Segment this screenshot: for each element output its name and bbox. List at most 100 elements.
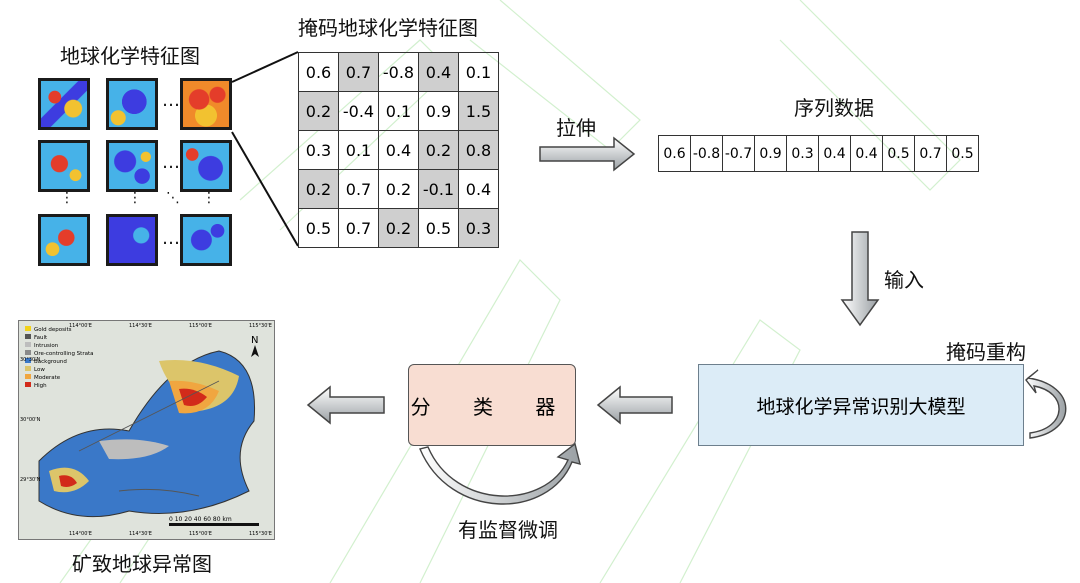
masked-cell: 0.8	[458, 130, 499, 170]
grid-cell: 0.6	[298, 52, 339, 92]
grid-cell: 0.9	[418, 91, 459, 131]
legend-label: Intrusion	[34, 343, 59, 349]
feature-map-thumbnail	[106, 214, 158, 266]
sequence-cell: 0.5	[946, 135, 979, 172]
map-legend: Gold depositsFaultIntrusionOre-controlli…	[25, 326, 94, 389]
region-high	[59, 475, 77, 487]
masked-cell: -0.1	[418, 169, 459, 209]
masked-cell: 0.7	[338, 52, 379, 92]
feature-map-thumbnail	[106, 78, 158, 130]
grid-cell: 0.1	[458, 52, 499, 92]
feature-maps-title: 地球化学特征图	[60, 44, 200, 68]
latitude-tick: 30°00'N	[20, 417, 41, 423]
latitude-tick: 30°30'N	[20, 357, 41, 363]
legend-label: Low	[34, 367, 45, 373]
longitude-tick: 114°30'E	[129, 531, 152, 537]
masked-cell: 0.4	[418, 52, 459, 92]
latitude-tick: 29°30'N	[20, 477, 41, 483]
ellipsis-diag: ⋱	[166, 190, 181, 206]
grid-cell: 0.4	[378, 130, 419, 170]
masked-cell: 1.5	[458, 91, 499, 131]
masked-map-title: 掩码地球化学特征图	[298, 16, 478, 40]
scale-bar-text: 0 10 20 40 60 80 km	[169, 516, 232, 523]
legend-swatch	[25, 358, 31, 363]
grid-cell: 0.5	[298, 208, 339, 248]
legend-label: Ore-controlling Strata	[34, 351, 94, 357]
legend-label: Gold deposits	[34, 327, 72, 333]
ellipsis-v: ⋮	[60, 190, 75, 206]
grid-cell: 0.1	[378, 91, 419, 131]
longitude-tick: 115°30'E	[249, 323, 272, 329]
sequence-cell: 0.5	[882, 135, 915, 172]
north-arrow-label: N	[251, 335, 258, 346]
sequence-cell: 0.4	[818, 135, 851, 172]
input-arrow	[840, 231, 880, 327]
grid-cell: 0.7	[338, 169, 379, 209]
ellipsis-v: ⋮	[202, 190, 217, 206]
sequence-cell: 0.9	[754, 135, 787, 172]
scale-bar	[169, 523, 259, 526]
longitude-tick: 114°00'E	[69, 323, 92, 329]
input-label: 输入	[884, 268, 924, 292]
mask-rebuild-label: 掩码重构	[946, 340, 1026, 364]
region-high	[179, 388, 207, 406]
anomaly-model-label: 地球化学异常识别大模型	[756, 395, 966, 418]
grid-cell: 0.4	[458, 169, 499, 209]
sequence-cell: 0.4	[850, 135, 883, 172]
grid-cell: 0.2	[378, 169, 419, 209]
fault-line	[78, 380, 220, 452]
legend-label: Fault	[34, 335, 48, 341]
longitude-ticks: 114°00'E114°00'E114°30'E114°30'E115°00'E…	[69, 323, 272, 537]
legend-swatch	[25, 326, 31, 331]
sequence-title: 序列数据	[794, 96, 874, 120]
sequence-cell: 0.6	[658, 135, 691, 172]
legend-label: Moderate	[34, 375, 61, 381]
longitude-tick: 115°00'E	[189, 531, 212, 537]
longitude-tick: 115°00'E	[189, 323, 212, 329]
feature-map-thumbnail	[180, 78, 232, 130]
classifier-to-map-arrow	[306, 385, 385, 425]
stretch-label: 拉伸	[556, 116, 596, 140]
grid-cell: 0.3	[298, 130, 339, 170]
grid-cell: 0.1	[338, 130, 379, 170]
feature-map-thumbnail	[106, 140, 158, 192]
sequence-cell: 0.3	[786, 135, 819, 172]
ellipsis-h: …	[162, 90, 181, 111]
grid-cell: -0.8	[378, 52, 419, 92]
grid-cell: 0.7	[338, 208, 379, 248]
zoom-line-top	[231, 51, 299, 83]
masked-cell: 0.3	[458, 208, 499, 248]
sequence-cell: -0.8	[690, 135, 723, 172]
masked-cell: 0.2	[298, 91, 339, 131]
zoom-line-bottom	[231, 131, 299, 247]
north-arrow-icon	[251, 345, 259, 357]
latitude-ticks: 30°30'N 30°00'N 29°30'N	[20, 357, 41, 483]
result-map-svg: Gold depositsFaultIntrusionOre-controlli…	[19, 321, 274, 539]
masked-cell: 0.2	[298, 169, 339, 209]
fine-tune-label: 有监督微调	[458, 518, 558, 542]
result-map-title: 矿致地球异常图	[72, 552, 212, 576]
grid-cell: -0.4	[338, 91, 379, 131]
fault-line	[118, 488, 200, 497]
longitude-tick: 114°00'E	[69, 531, 92, 537]
region-intrusion	[99, 439, 169, 460]
stretch-arrow	[539, 136, 636, 172]
classifier-box: 分 类 器	[408, 364, 576, 446]
legend-label: Background	[34, 359, 67, 365]
feature-map-thumbnail	[38, 78, 90, 130]
longitude-tick: 115°30'E	[249, 531, 272, 537]
feature-map-thumbnail	[180, 140, 232, 192]
legend-swatch	[25, 374, 31, 379]
legend-swatch	[25, 366, 31, 371]
sequence-cell: -0.7	[722, 135, 755, 172]
masked-cell: 0.2	[378, 208, 419, 248]
ellipsis-h: …	[162, 152, 181, 173]
grid-cell: 0.5	[418, 208, 459, 248]
